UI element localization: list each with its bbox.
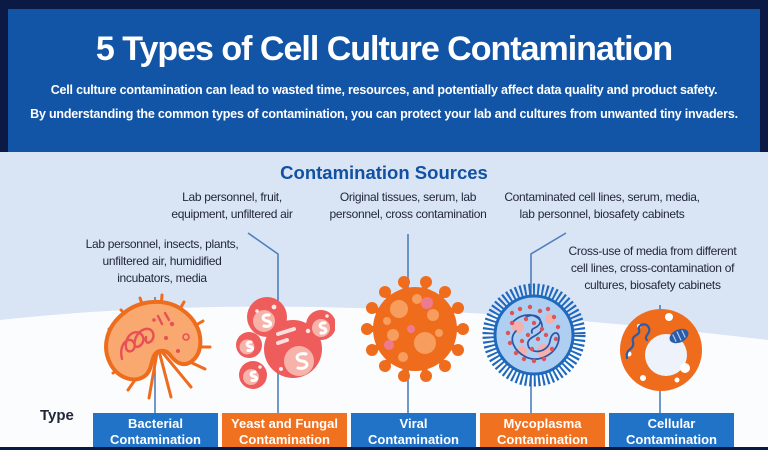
virus-icon [361,276,469,382]
annotation-mycoplasma: Contaminated cell lines, serum, media, l… [504,190,700,221]
subtitle-line-1: Cell culture contamination can lead to w… [50,83,718,97]
type-box-cellular: Cellular Contamination [609,413,734,450]
bottom-frame-edge [0,447,768,450]
header: 5 Types of Cell Culture Contamination Ce… [8,9,760,152]
subtitle-line-2: By understanding the common types of con… [30,107,738,121]
type-box-viral: Viral Contamination [351,413,476,450]
type-box-mycoplasma: Mycoplasma Contamination [480,413,605,450]
annotation-bacterial: Lab personnel, insects, plants, unfilter… [85,237,239,285]
page-title: 5 Types of Cell Culture Contamination [95,30,673,68]
type-box-bacterial: Bacterial Contamination [93,413,218,450]
sources-section: Contamination Sources Lab personnel, ins… [0,152,768,450]
mycoplasma-icon [482,283,586,387]
section-heading: Contamination Sources [280,162,488,183]
type-label: Type [40,407,74,424]
cell-icon [620,309,702,391]
type-box-yeast-fungal: Yeast and Fungal Contamination [222,413,347,450]
annotation-cellular: Cross-use of media from different cell l… [568,244,737,292]
annotation-yeast-fungal: Lab personnel, fruit, equipment, unfilte… [171,190,293,221]
annotation-viral: Original tissues, serum, lab personnel, … [329,190,487,221]
yeast-fungal-icon [236,297,335,389]
bacteria-icon [104,293,212,400]
